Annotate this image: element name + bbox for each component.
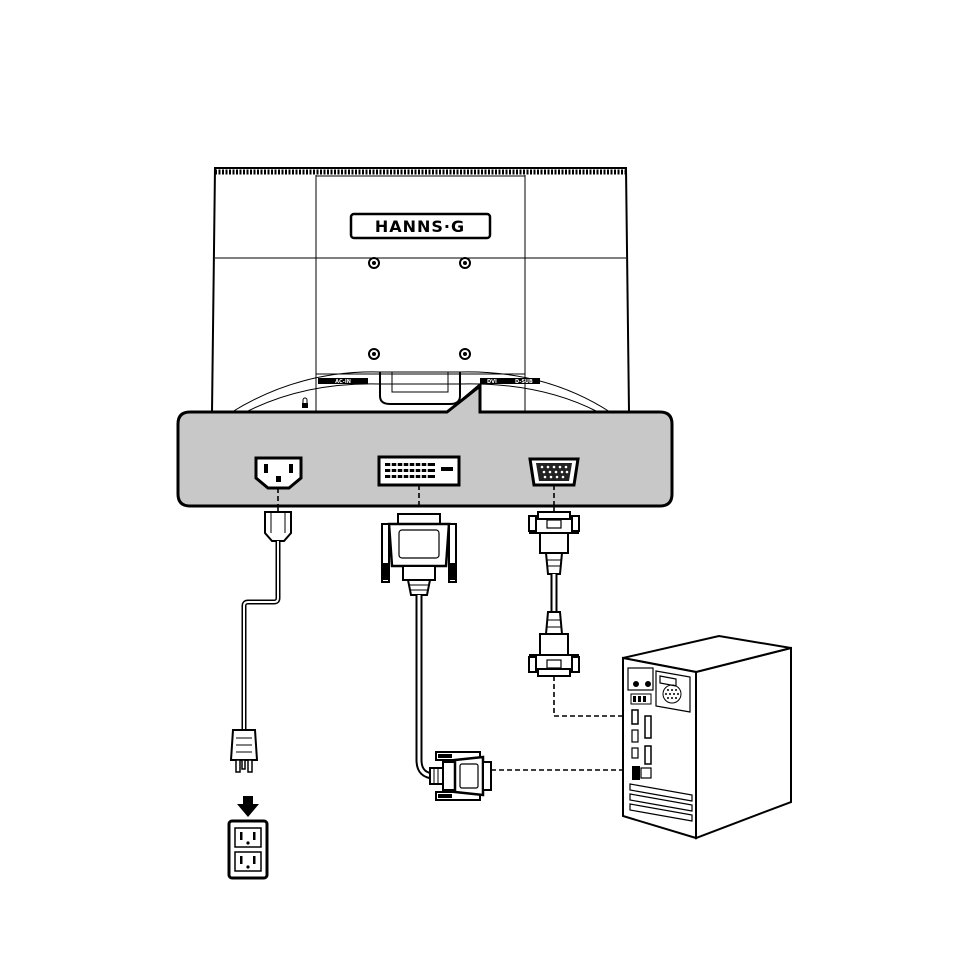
rear-label-dvi-text: DVI [487, 379, 497, 385]
ac-in-port [256, 458, 301, 488]
dvi-port [379, 457, 459, 485]
power-cord [231, 506, 291, 772]
monitor-back: HANNS·G AC-IN DVI D-SUB [212, 168, 629, 412]
rear-label-ac-text: AC-IN [335, 379, 351, 385]
vga-cable [529, 506, 636, 716]
arrow-down-icon [237, 796, 259, 817]
brand-logo: HANNS·G [375, 217, 465, 236]
wall-outlet [229, 821, 267, 878]
pc-tower [623, 636, 791, 838]
dvi-cable [382, 514, 636, 800]
d-sub-port [530, 459, 578, 485]
pc-dvi-port [632, 766, 640, 780]
pc-vga-port [632, 710, 638, 724]
rear-label-dsub-text: D-SUB [515, 379, 533, 385]
